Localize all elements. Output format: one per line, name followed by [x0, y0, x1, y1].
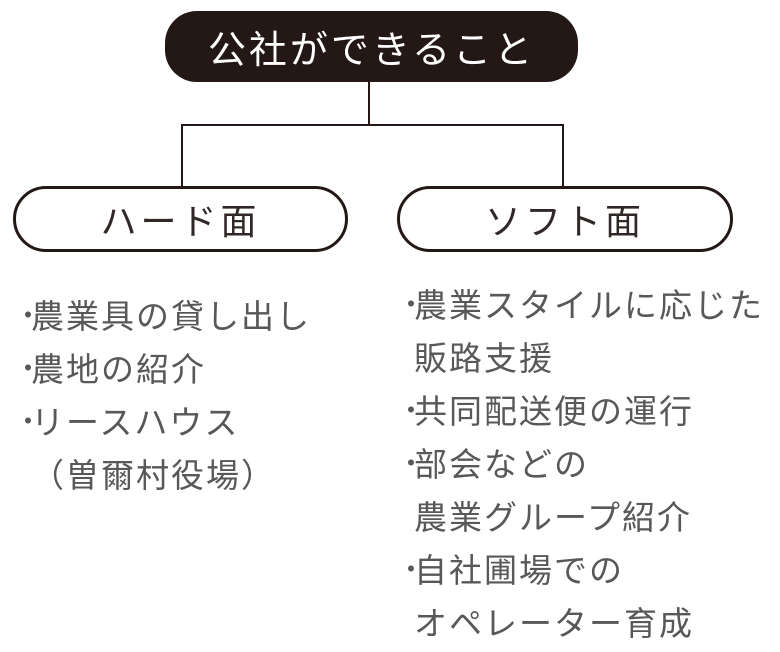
list-item-continuation: （曽爾村役場）: [14, 446, 311, 499]
bullet-dot: ・: [397, 394, 428, 426]
list-item: ・ 農地の紹介: [14, 340, 311, 393]
soft-branch-pill: ソフト面: [397, 186, 733, 252]
bullet-dot: ・: [397, 553, 428, 585]
list-item: ・ リースハウス: [14, 393, 311, 446]
list-item-continuation: 販路支援: [397, 329, 764, 382]
list-item-text: 販路支援: [414, 339, 554, 377]
connector-root-vertical-line: [368, 82, 370, 126]
bullet-dot: ・: [14, 299, 45, 331]
list-item-continuation: オペレーター育成: [397, 594, 764, 647]
bullet-dot: ・: [14, 405, 45, 437]
list-item-text: 部会などの: [414, 445, 589, 483]
hard-branch-pill: ハード面: [13, 186, 348, 252]
bullet-dot: ・: [397, 447, 428, 479]
list-item-text: 農業具の貸し出し: [31, 297, 311, 335]
root-title-label: 公社ができること: [207, 30, 536, 72]
list-item: ・ 農業スタイルに応じた: [397, 276, 764, 329]
list-item-text: （曽爾村役場）: [31, 456, 276, 494]
root-title-box: 公社ができること: [165, 11, 578, 82]
list-item: ・ 自社圃場での: [397, 541, 764, 594]
bullet-dot: ・: [14, 352, 45, 384]
list-item: ・ 共同配送便の運行: [397, 382, 764, 435]
list-item-text: 農地の紹介: [31, 350, 206, 388]
connector-left-vertical-line: [181, 124, 183, 187]
connector-horizontal-line: [181, 124, 564, 126]
list-item: ・ 農業具の貸し出し: [14, 287, 311, 340]
bullet-dot: ・: [397, 288, 428, 320]
connector-right-vertical-line: [562, 124, 564, 187]
list-item-text: 共同配送便の運行: [414, 392, 694, 430]
soft-branch-label: ソフト面: [484, 201, 645, 242]
list-item-text: 農業スタイルに応じた: [414, 286, 764, 324]
list-item-text: リースハウス: [31, 403, 240, 441]
hard-branch-label: ハード面: [100, 201, 261, 242]
list-item-text: オペレーター育成: [414, 604, 694, 642]
list-item-text: 自社圃場での: [414, 551, 624, 589]
soft-list: ・ 農業スタイルに応じた 販路支援 ・ 共同配送便の運行 ・ 部会などの 農業グ…: [397, 276, 764, 647]
list-item-continuation: 農業グループ紹介: [397, 488, 764, 541]
list-item: ・ 部会などの: [397, 435, 764, 488]
hard-list: ・ 農業具の貸し出し ・ 農地の紹介 ・ リースハウス （曽爾村役場）: [14, 287, 311, 499]
list-item-text: 農業グループ紹介: [414, 498, 693, 536]
